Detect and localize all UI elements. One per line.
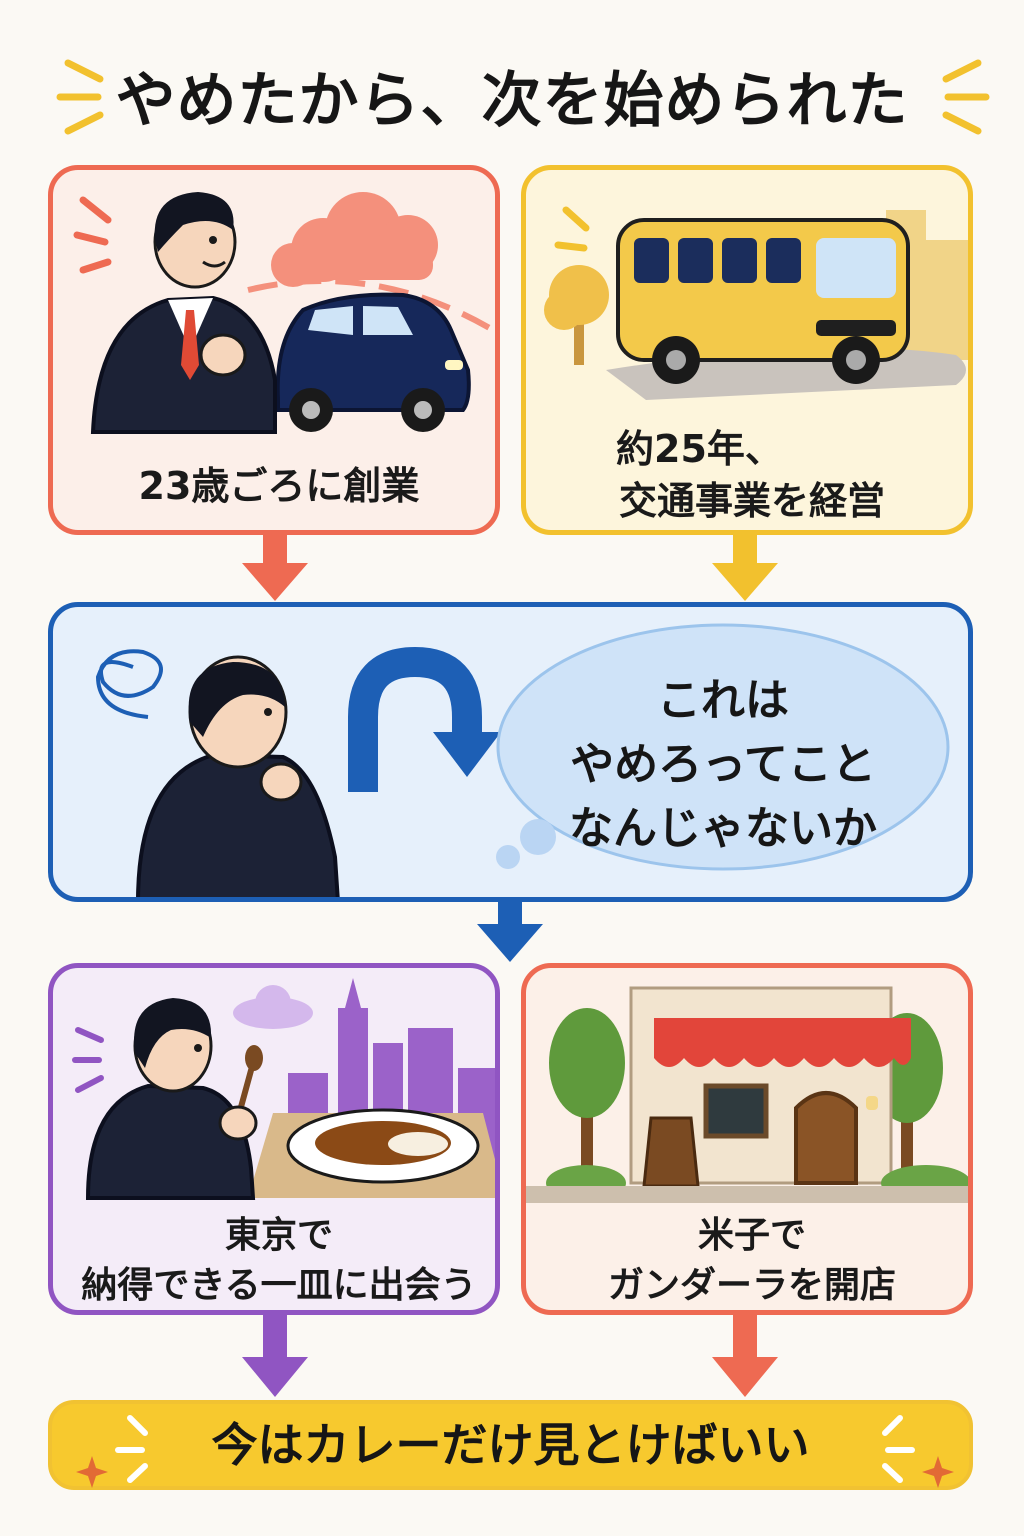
transport-caption-line1: 約25年、 <box>616 427 783 471</box>
shop-building-icon <box>629 986 911 1185</box>
arrow-down-blue-icon <box>477 902 543 962</box>
bus-icon <box>616 218 910 384</box>
transport-caption-line2: 交通事業を経営 <box>618 479 885 523</box>
panel-yonago: 米子で ガンダーラを開店 <box>521 963 973 1315</box>
excite-lines-icon <box>73 196 112 274</box>
tokyo-caption-line1: 東京で <box>224 1215 333 1256</box>
panel-founding: 23歳ごろに創業 <box>48 165 500 535</box>
businessman-icon <box>90 192 277 434</box>
thinking-man-illustration <box>95 623 950 897</box>
arrow-down-coral-icon <box>712 1315 778 1397</box>
conclusion-text: 今はカレーだけ見とけばいい <box>211 1418 810 1472</box>
arrow-down-coral-icon <box>242 535 308 601</box>
arrow-down-purple-icon <box>242 1315 308 1397</box>
thought-cloud-icon <box>496 623 950 871</box>
panel-realization: これは やめろってこと なんじゃないか <box>48 602 973 902</box>
thought-line2: やめろってこと <box>570 739 876 790</box>
thought-line3: なんじゃないか <box>569 803 877 854</box>
curry-plate-icon <box>286 1108 480 1184</box>
thinking-man-icon <box>136 655 340 897</box>
car-icon <box>275 292 471 432</box>
menu-signboard-icon <box>642 1116 700 1188</box>
sparkle-lines-icon <box>554 206 590 252</box>
eating-man-icon <box>85 998 263 1200</box>
conclusion-banner <box>48 1400 973 1490</box>
yonago-caption-line2: ガンダーラを開店 <box>607 1265 896 1306</box>
businessman-car-illustration <box>73 192 495 434</box>
sparkle-right-icon <box>942 59 990 135</box>
tree-icon <box>544 265 609 365</box>
sparkle-right-icon <box>882 1415 954 1488</box>
u-turn-arrow-icon <box>348 646 501 792</box>
sparkle-left-icon <box>76 1415 148 1488</box>
thought-line1: これは <box>657 675 789 726</box>
curry-tokyo-illustration <box>72 978 495 1200</box>
curry-shop-illustration <box>526 986 968 1203</box>
sparkle-left-icon <box>56 59 104 135</box>
arrow-down-yellow-icon <box>712 535 778 601</box>
tokyo-caption-line2: 納得できる一皿に出会う <box>81 1265 477 1306</box>
yonago-caption-line1: 米子で <box>697 1215 806 1256</box>
panel-tokyo: 東京で 納得できる一皿に出会う <box>48 963 500 1315</box>
bus-illustration <box>544 206 968 400</box>
founding-caption: 23歳ごろに創業 <box>138 464 420 508</box>
page-title: やめたから、次を始められた <box>115 66 909 136</box>
swirl-icon <box>95 649 163 719</box>
excite-lines-icon <box>72 1027 104 1093</box>
panel-transport: 約25年、 交通事業を経営 <box>521 165 973 535</box>
